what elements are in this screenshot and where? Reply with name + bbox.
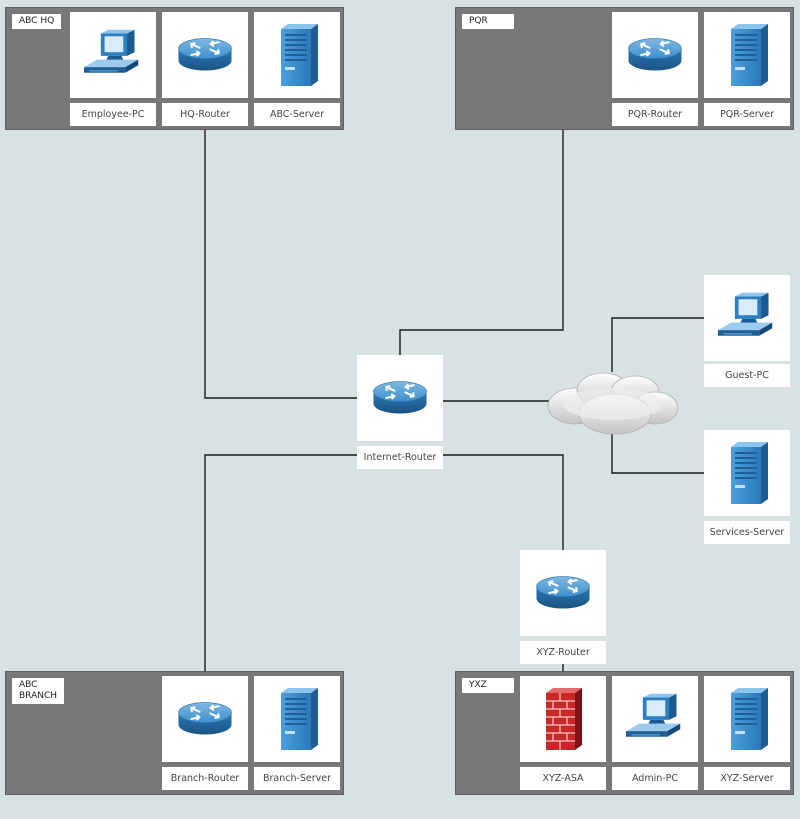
device-xyz-router[interactable]: XYZ-Router	[520, 550, 606, 668]
site-label-xyz: YXZ	[462, 678, 514, 693]
device-label: PQR-Server	[704, 103, 790, 126]
pc-icon	[704, 275, 790, 361]
pc-icon	[612, 676, 698, 762]
device-services-server[interactable]: Services-Server	[704, 430, 790, 548]
server-icon	[254, 12, 340, 98]
site-label-abc-hq: ABC HQ	[12, 14, 62, 29]
device-label: XYZ-Router	[520, 641, 606, 664]
device-admin-pc[interactable]: Admin-PC	[612, 676, 698, 794]
cloud-icon	[547, 372, 679, 435]
device-branch-server[interactable]: Branch-Server	[254, 676, 340, 794]
device-pqr-router[interactable]: PQR-Router	[612, 12, 698, 130]
device-employee-pc[interactable]: Employee-PC	[70, 12, 156, 130]
device-xyz-asa[interactable]: XYZ-ASA	[520, 676, 606, 794]
device-label: Services-Server	[704, 521, 790, 544]
device-label: Branch-Server	[254, 767, 340, 790]
device-label: XYZ-ASA	[520, 767, 606, 790]
device-label: Admin-PC	[612, 767, 698, 790]
pc-icon	[70, 12, 156, 98]
device-pqr-server[interactable]: PQR-Server	[704, 12, 790, 130]
device-xyz-server[interactable]: XYZ-Server	[704, 676, 790, 794]
site-label-abc-branch: ABC BRANCH	[12, 678, 65, 704]
device-hq-router[interactable]: HQ-Router	[162, 12, 248, 130]
router-icon	[612, 12, 698, 98]
link-internet-xyz	[442, 454, 564, 551]
server-icon	[254, 676, 340, 762]
router-icon	[162, 676, 248, 762]
device-abc-server[interactable]: ABC-Server	[254, 12, 340, 130]
site-label-pqr: PQR	[462, 14, 514, 29]
device-label: Guest-PC	[704, 364, 790, 387]
link-pqr-internet	[399, 130, 564, 356]
link-internet-branch	[204, 454, 358, 672]
device-label: XYZ-Server	[704, 767, 790, 790]
server-icon	[704, 12, 790, 98]
device-label: PQR-Router	[612, 103, 698, 126]
router-icon	[357, 355, 443, 441]
device-label: HQ-Router	[162, 103, 248, 126]
device-guest-pc[interactable]: Guest-PC	[704, 275, 790, 387]
device-label: Employee-PC	[70, 103, 156, 126]
device-internet-router[interactable]: Internet-Router	[357, 355, 443, 473]
device-label: ABC-Server	[254, 103, 340, 126]
router-icon	[520, 550, 606, 636]
device-label: Internet-Router	[357, 446, 443, 469]
device-branch-router[interactable]: Branch-Router	[162, 676, 248, 794]
server-icon	[704, 676, 790, 762]
link-cloud-services	[611, 430, 705, 474]
router-icon	[162, 12, 248, 98]
firewall-icon	[520, 676, 606, 762]
link-hq-internet	[204, 130, 358, 399]
device-label: Branch-Router	[162, 767, 248, 790]
server-icon	[704, 430, 790, 516]
link-cloud-guest	[611, 317, 705, 372]
